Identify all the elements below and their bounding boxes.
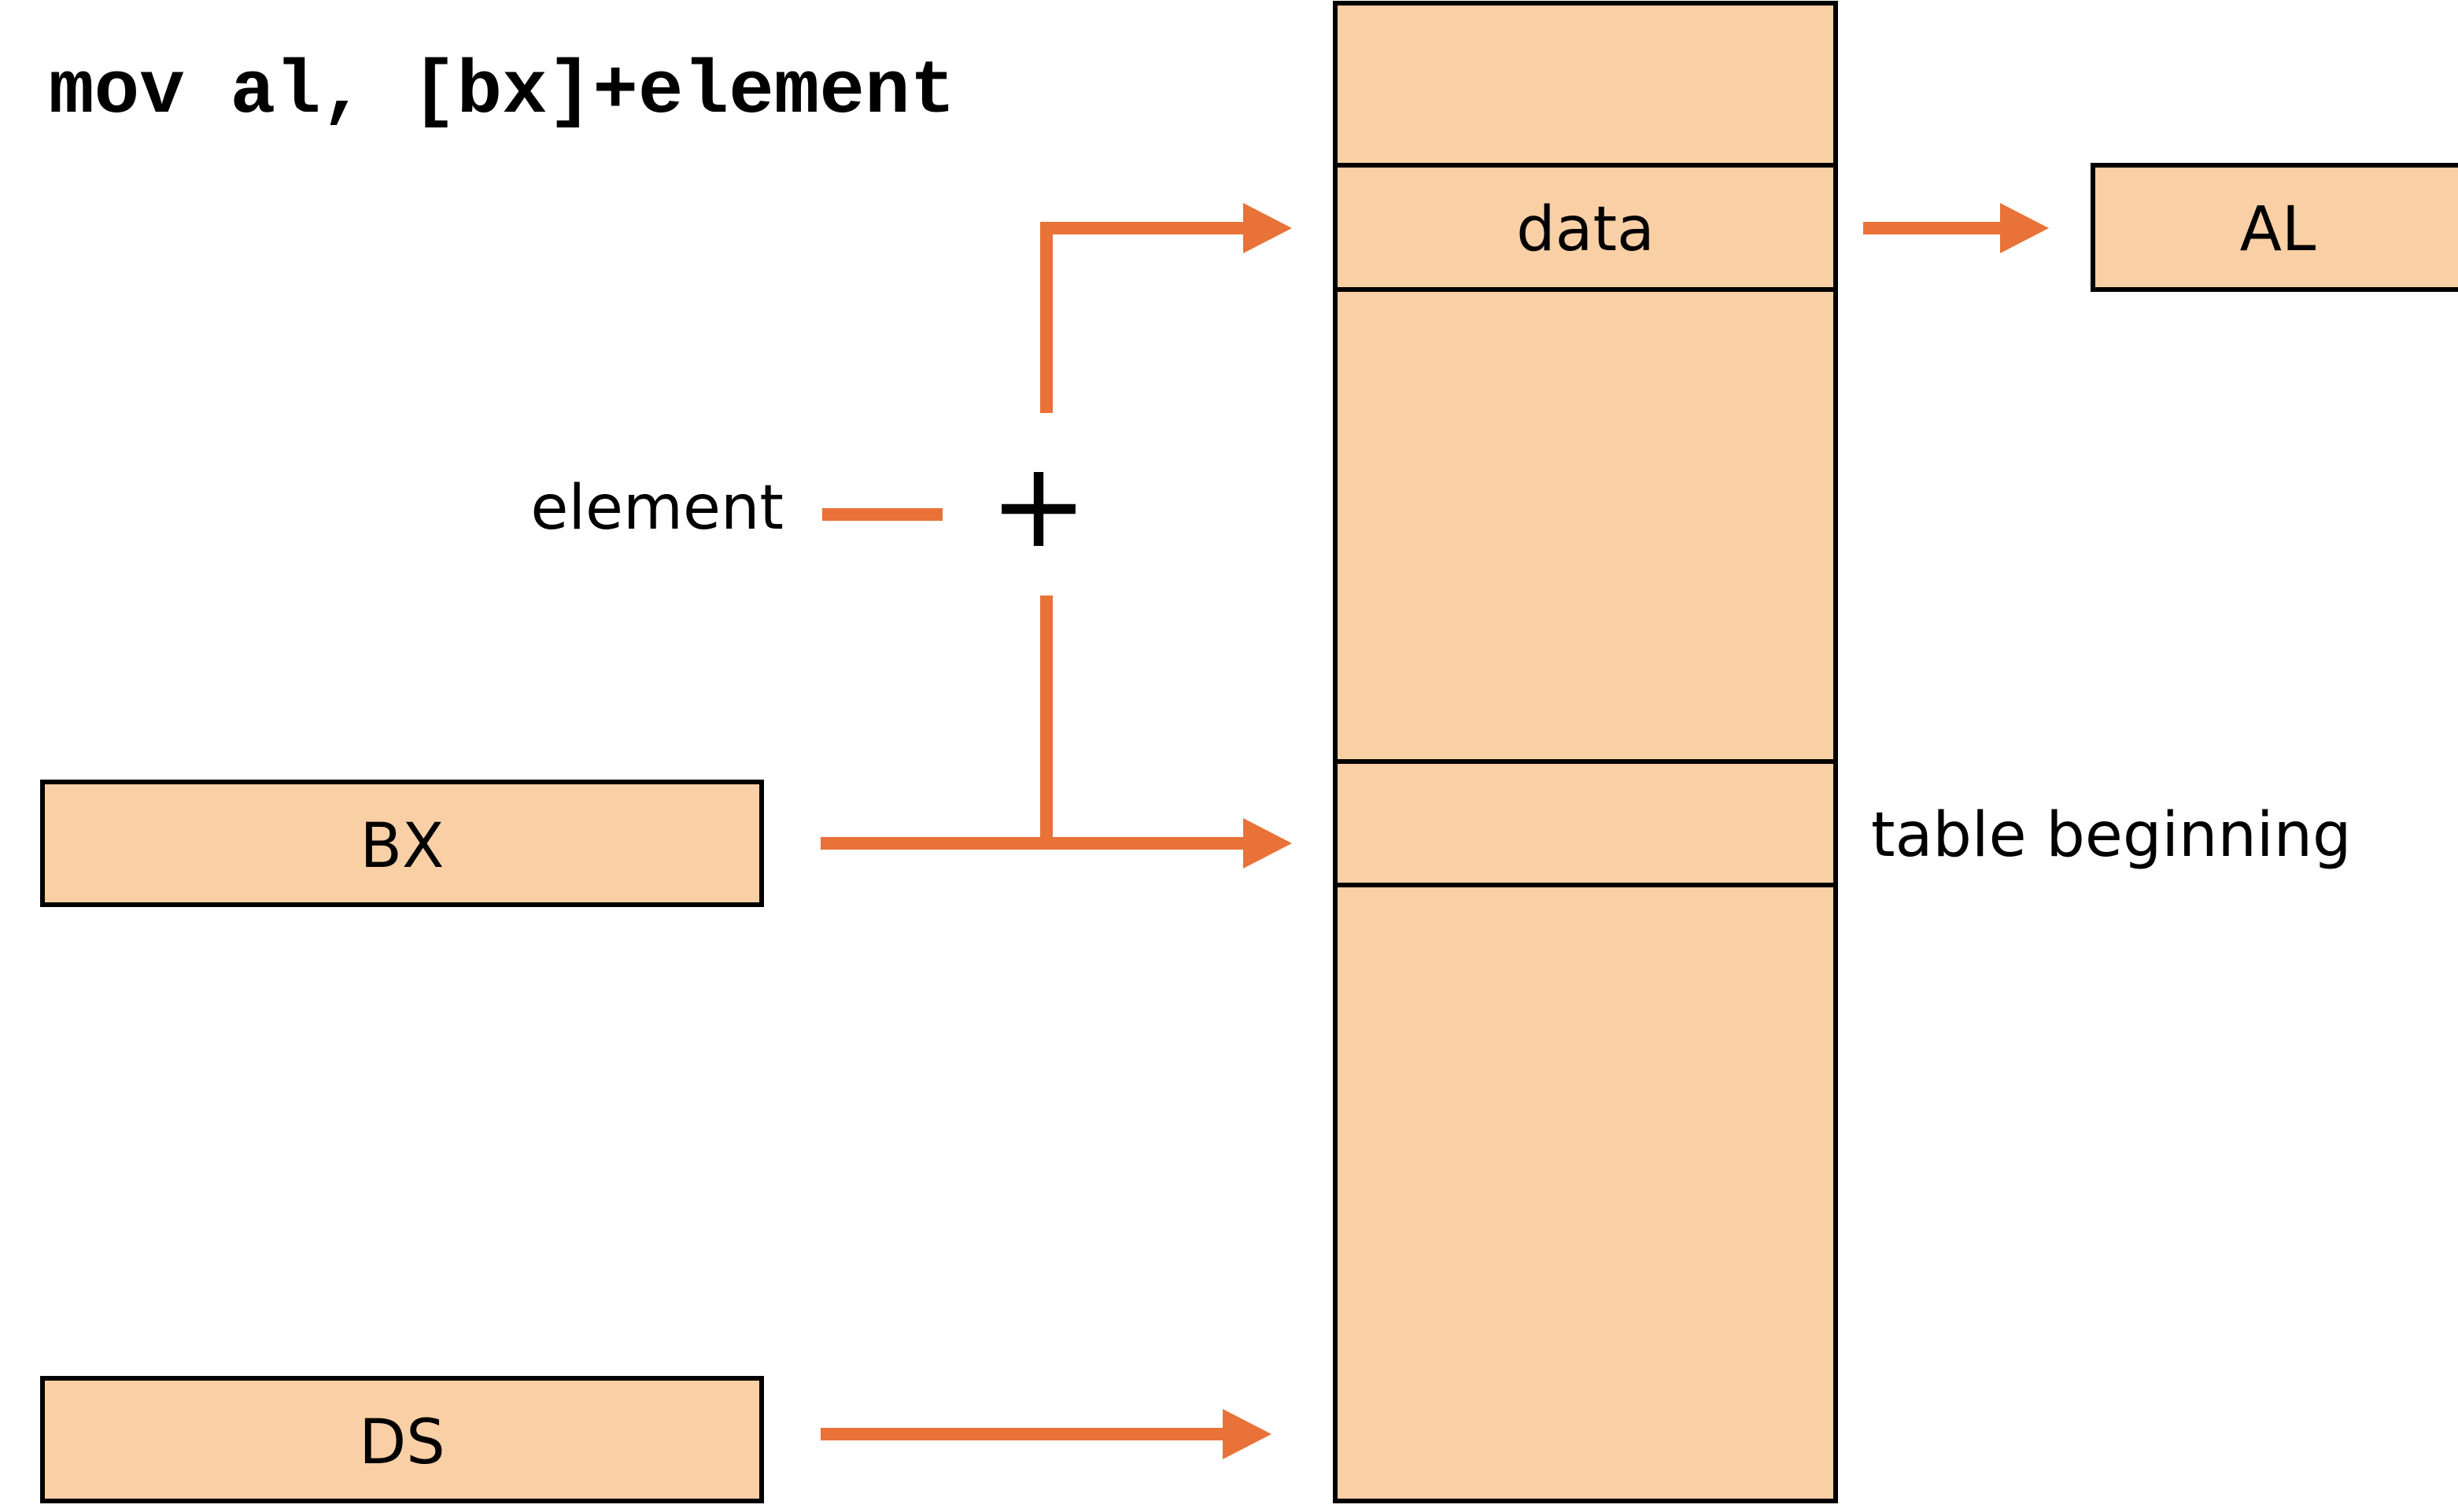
al-register: AL xyxy=(2091,163,2458,292)
ds-to-segment-arrow xyxy=(821,1409,1271,1459)
bx-register-label: BX xyxy=(360,811,445,882)
sum-arrow-head xyxy=(1243,203,1292,253)
ds-register: DS xyxy=(40,1376,764,1503)
bx-arrow-head xyxy=(1243,818,1292,868)
bx-to-table-arrow xyxy=(821,818,1292,868)
data-cell-label: data xyxy=(1516,194,1655,265)
al-register-label: AL xyxy=(2240,194,2316,265)
memory-column: data xyxy=(1333,1,1838,1503)
bx-register: BX xyxy=(40,780,764,907)
instruction-text: mov al, [bx]+element xyxy=(49,49,955,135)
data-to-al-arrow xyxy=(1863,203,2049,253)
memory-block xyxy=(1333,1,1838,1503)
al-arrow-head xyxy=(2000,203,2049,253)
element-label: element xyxy=(530,473,784,544)
plus-sign: + xyxy=(989,437,1088,574)
bx-register-box xyxy=(40,780,764,907)
sum-to-data-arrow xyxy=(1040,203,1292,413)
al-register-box xyxy=(2091,163,2458,292)
ds-register-box xyxy=(40,1376,764,1503)
ds-register-label: DS xyxy=(359,1407,445,1478)
table-beginning-label: table beginning xyxy=(1871,800,2352,871)
ds-arrow-head xyxy=(1223,1409,1271,1459)
